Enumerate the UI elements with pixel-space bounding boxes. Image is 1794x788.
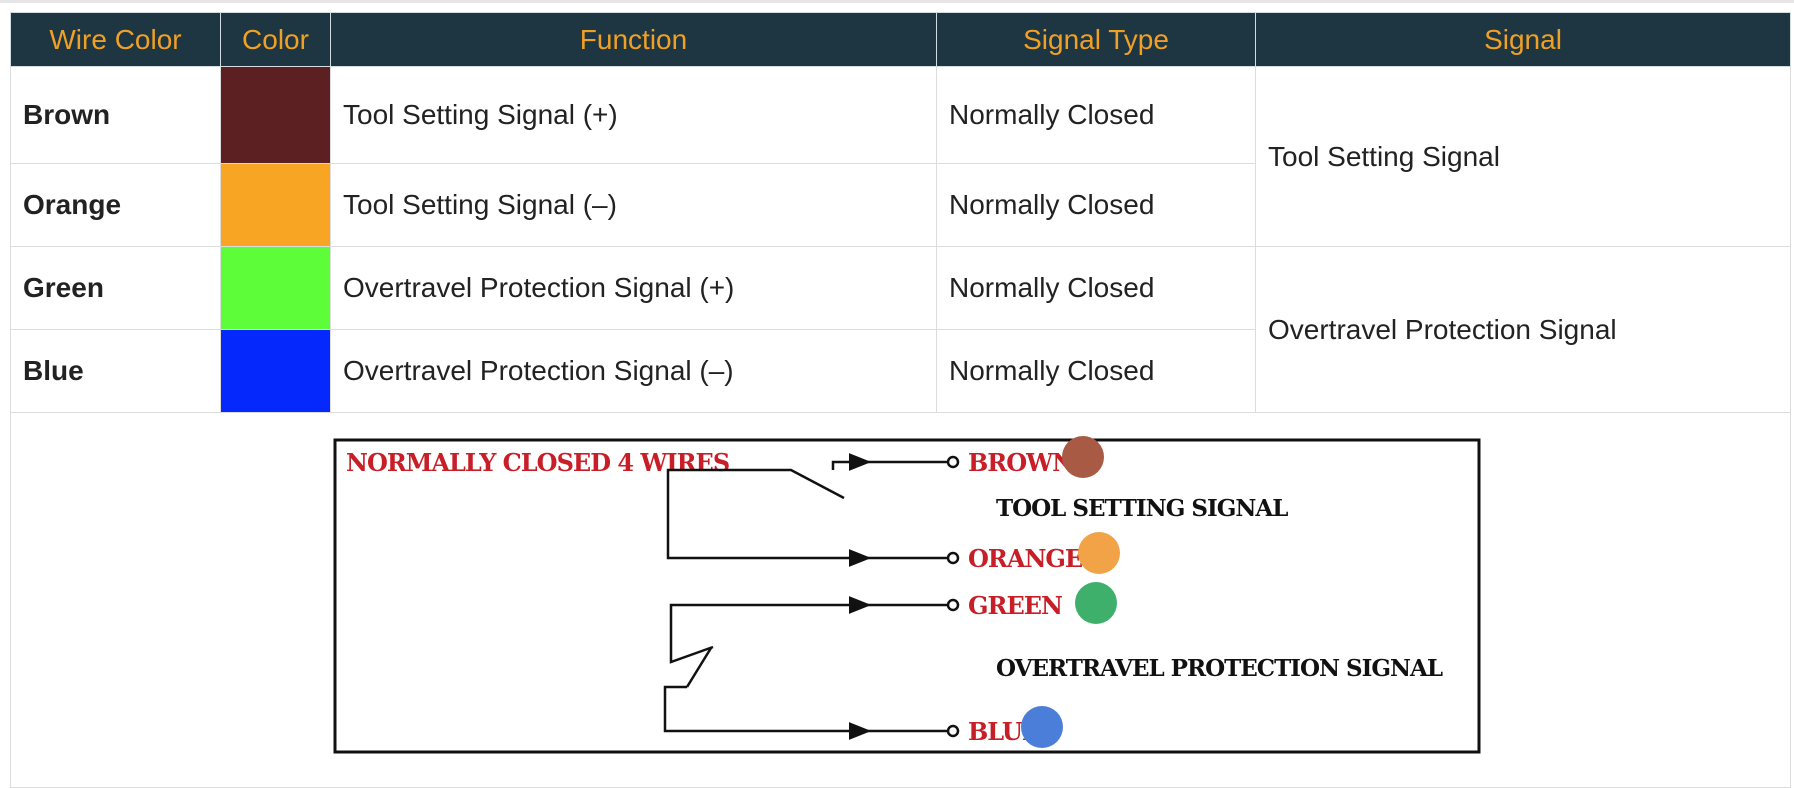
function-cell: Overtravel Protection Signal (–) (330, 329, 937, 413)
wire-color-name: Green (10, 246, 221, 330)
table-row: Green Overtravel Protection Signal (+) N… (10, 246, 1791, 413)
signal-type-cell: Normally Closed (936, 66, 1256, 164)
header-signal-type: Signal Type (936, 12, 1256, 67)
table-row: Brown Tool Setting Signal (+) Normally C… (10, 66, 1791, 247)
dot-orange (1078, 532, 1120, 574)
header-color: Color (220, 12, 331, 67)
function-cell: Tool Setting Signal (+) (330, 66, 937, 164)
color-swatch (220, 163, 331, 247)
wire-color-name: Orange (10, 163, 221, 247)
dot-brown (1062, 436, 1104, 478)
terminal-green (946, 598, 960, 612)
wire-color-name: Blue (10, 329, 221, 413)
header-signal: Signal (1255, 12, 1791, 67)
signal-group-cell: Tool Setting Signal (1255, 66, 1791, 247)
wire-label-brown: BROWN (968, 448, 1073, 477)
header-wire-color: Wire Color (10, 12, 221, 67)
function-cell: Overtravel Protection Signal (+) (330, 246, 937, 330)
diagram-cell: NORMALLY CLOSED 4 WIRES (10, 412, 1791, 788)
group-label-tool-setting: TOOL SETTING SIGNAL (996, 495, 1288, 522)
tool-setting-circuit (666, 453, 947, 567)
wire-label-green: GREEN (968, 591, 1062, 620)
color-swatch (220, 66, 331, 164)
terminals (946, 455, 960, 738)
terminal-orange (946, 551, 960, 565)
signal-type-cell: Normally Closed (936, 163, 1256, 247)
color-swatch (220, 329, 331, 413)
diagram-row: NORMALLY CLOSED 4 WIRES (10, 412, 1791, 788)
function-cell: Tool Setting Signal (–) (330, 163, 937, 247)
signal-type-cell: Normally Closed (936, 329, 1256, 413)
overtravel-circuit (663, 596, 947, 740)
diagram-title: NORMALLY CLOSED 4 WIRES (346, 448, 729, 477)
dot-green (1075, 582, 1117, 624)
wiring-diagram: NORMALLY CLOSED 4 WIRES (333, 436, 1481, 754)
group-label-overtravel: OVERTRAVEL PROTECTION SIGNAL (996, 655, 1443, 682)
wire-color-table: Wire Color Color Function Signal Type Si… (10, 12, 1791, 788)
signal-group-cell: Overtravel Protection Signal (1255, 246, 1791, 413)
wire-label-orange: ORANGE (968, 544, 1083, 573)
terminal-brown (946, 455, 960, 469)
table-header-row: Wire Color Color Function Signal Type Si… (10, 12, 1791, 67)
signal-type-cell: Normally Closed (936, 246, 1256, 330)
color-swatch (220, 246, 331, 330)
dot-blue (1021, 706, 1063, 748)
wire-color-name: Brown (10, 66, 221, 164)
terminal-blue (946, 724, 960, 738)
top-border (0, 0, 1794, 3)
diagram-frame (333, 438, 1481, 754)
header-function: Function (330, 12, 937, 67)
